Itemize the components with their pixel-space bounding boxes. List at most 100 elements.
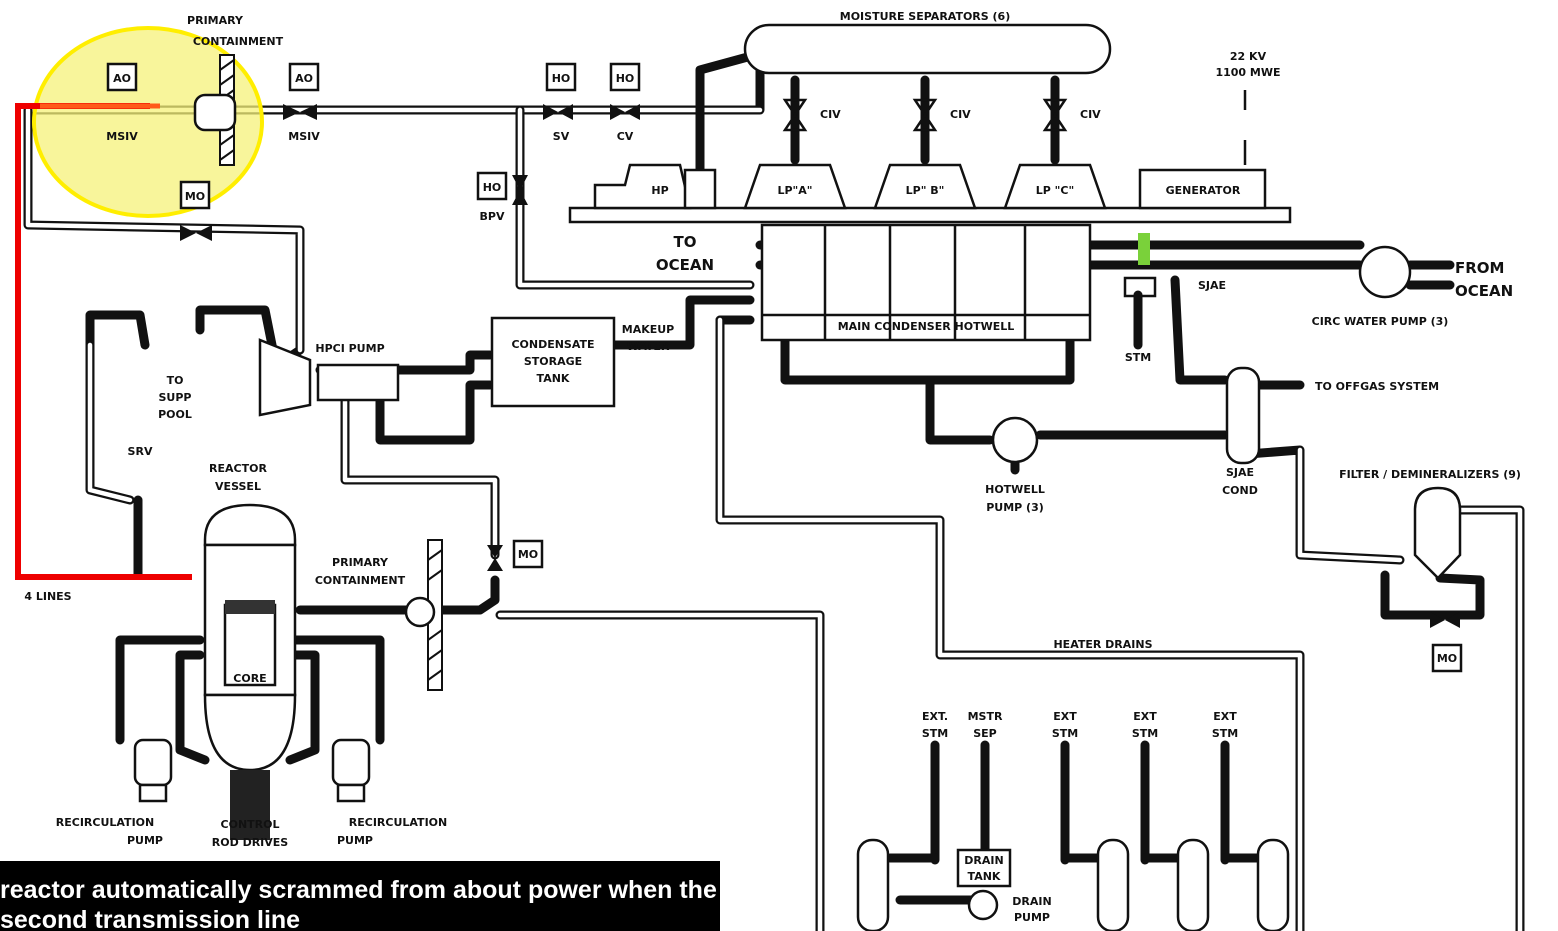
label-stm: STM: [1125, 351, 1151, 364]
label-cst-2: STORAGE: [524, 355, 582, 368]
label-crd-2: ROD DRIVES: [212, 836, 289, 849]
drain-pump: [967, 889, 999, 921]
control-rod-drives-block: [230, 770, 270, 840]
label-primary-containment-top-1: PRIMARY: [187, 14, 244, 27]
label-cst-3: TANK: [537, 372, 570, 385]
piping: [23, 40, 1525, 931]
label-sv: SV: [553, 130, 570, 143]
label-from-ocean-2: OCEAN: [1455, 282, 1513, 300]
label-supp-3: POOL: [158, 408, 192, 421]
label-drain-tank-1: DRAIN: [964, 854, 1003, 867]
recirc-pump-left: [133, 738, 173, 787]
equipment: [106, 23, 1463, 931]
moisture-separator-drum: [743, 23, 1112, 75]
label-generator: GENERATOR: [1166, 184, 1241, 197]
label-ext-stm-1b: STM: [922, 727, 948, 740]
hp-turbine: [593, 163, 692, 210]
label-prim-cont-low-2: CONTAINMENT: [315, 574, 406, 587]
lp-c-turbine: [1003, 163, 1107, 210]
label-recirc-right-2: PUMP: [337, 834, 373, 847]
label-cst-1: CONDENSATE: [511, 338, 594, 351]
label-drain-pump-2: PUMP: [1014, 911, 1050, 924]
sjae-cond: [1225, 366, 1261, 465]
label-gen-mwe: 1100 MWE: [1215, 66, 1280, 79]
green-marker: [1138, 233, 1150, 265]
circ-water-pump: [1358, 245, 1412, 299]
label-ho-cv: HO: [616, 72, 635, 85]
label-prim-cont-low-1: PRIMARY: [332, 556, 389, 569]
lp-b-turbine: [873, 163, 977, 210]
lp-a-turbine: [743, 163, 847, 210]
label-drain-tank-2: TANK: [968, 870, 1001, 883]
label-to-offgas: TO OFFGAS SYSTEM: [1315, 380, 1439, 393]
caption-text: reactor automatically scrammed from abou…: [0, 876, 717, 931]
label-circ-water-pump: CIRC WATER PUMP (3): [1312, 315, 1449, 328]
label-mo-mid: MO: [518, 548, 538, 561]
label-supp-2: SUPP: [159, 391, 192, 404]
label-ext-stm-1a: EXT.: [922, 710, 948, 723]
label-sjae-cond-2: COND: [1222, 484, 1258, 497]
label-civ-2: CIV: [950, 108, 971, 121]
label-ao-1: AO: [113, 72, 131, 85]
turbine-deck: [568, 206, 1292, 224]
label-four-lines: 4 LINES: [24, 590, 71, 603]
label-from-ocean-1: FROM: [1455, 259, 1504, 277]
label-filter-demineralizers: FILTER / DEMINERALIZERS (9): [1339, 468, 1521, 481]
label-civ-1: CIV: [820, 108, 841, 121]
hotwell-pump: [991, 416, 1039, 464]
label-ext-stm-3b: STM: [1132, 727, 1158, 740]
filter-demineralizer: [1413, 486, 1462, 580]
label-cv: CV: [617, 130, 634, 143]
label-srv: SRV: [128, 445, 153, 458]
label-civ-3: CIV: [1080, 108, 1101, 121]
label-sjae: SJAE: [1198, 279, 1226, 292]
label-bpv: BPV: [480, 210, 505, 223]
highlight-overlay: [15, 26, 1150, 580]
main-condenser: [760, 223, 1092, 342]
label-ext-stm-3a: EXT: [1133, 710, 1157, 723]
label-main-condenser-hotwell: MAIN CONDENSER HOTWELL: [838, 320, 1015, 333]
label-drain-pump-1: DRAIN: [1012, 895, 1051, 908]
labels: PRIMARY CONTAINMENT MOISTURE SEPARATORS …: [24, 10, 1521, 924]
label-ho-sv: HO: [552, 72, 571, 85]
label-sjae-cond-1: SJAE: [1226, 466, 1254, 479]
label-ext-stm-2a: EXT: [1053, 710, 1077, 723]
label-reactor-2: VESSEL: [215, 480, 261, 493]
hpci-turbine: [258, 338, 312, 417]
label-heater-drains: HEATER DRAINS: [1053, 638, 1152, 651]
generator-box: [1138, 168, 1267, 210]
label-hotwell-pump-2: PUMP (3): [986, 501, 1044, 514]
label-gen-kv: 22 KV: [1230, 50, 1267, 63]
label-ext-stm-4a: EXT: [1213, 710, 1237, 723]
label-msiv-1: MSIV: [106, 130, 138, 143]
caption-box: reactor automatically scrammed from abou…: [0, 861, 720, 931]
label-to-ocean-1: TO: [674, 233, 697, 251]
label-mo-right: MO: [1437, 652, 1457, 665]
label-to-ocean-2: OCEAN: [656, 256, 714, 274]
label-mo-top: MO: [185, 190, 205, 203]
label-mstr-sep-2: SEP: [973, 727, 997, 740]
reactor-vessel-head: [203, 503, 297, 547]
label-lp-a: LP"A": [777, 184, 812, 197]
label-recirc-left-1: RECIRCULATION: [56, 816, 154, 829]
label-recirc-right-1: RECIRCULATION: [349, 816, 447, 829]
drain-tank-box: [956, 848, 1012, 888]
label-crd-1: CONTROL: [221, 818, 280, 831]
label-recirc-left-2: PUMP: [127, 834, 163, 847]
label-core: CORE: [233, 672, 266, 685]
label-lp-b: LP" B": [906, 184, 945, 197]
label-makeup: MAKEUP: [622, 323, 675, 336]
label-hotwell-pump-1: HOTWELL: [985, 483, 1045, 496]
hpci-pump-body: [316, 363, 400, 402]
label-supp-1: TO: [167, 374, 184, 387]
label-ext-stm-2b: STM: [1052, 727, 1078, 740]
label-lp-c: LP "C": [1036, 184, 1074, 197]
recirc-pump-right: [331, 738, 371, 787]
label-ho-bpv: HO: [483, 181, 502, 194]
condensate-storage-tank: [490, 316, 616, 408]
label-reactor-1: REACTOR: [209, 462, 267, 475]
label-moisture-separators: MOISTURE SEPARATORS (6): [840, 10, 1010, 23]
msiv-highlight-circle: [32, 26, 264, 218]
